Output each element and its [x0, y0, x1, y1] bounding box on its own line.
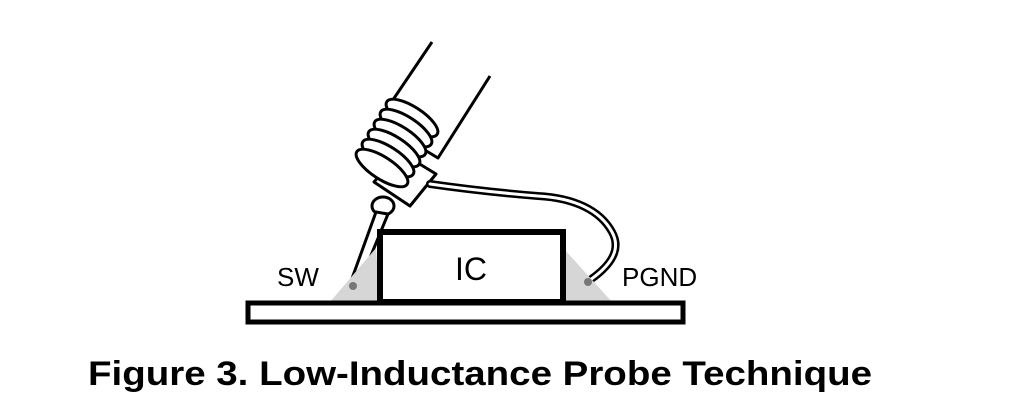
figure-caption: Figure 3. Low-Inductance Probe Technique — [88, 355, 872, 393]
sw-contact-point — [349, 282, 357, 290]
ic-label: IC — [455, 251, 487, 287]
ground-wire-inner — [428, 182, 618, 282]
sw-solder-fillet — [330, 248, 380, 302]
pgnd-label: PGND — [622, 262, 697, 292]
pcb-board — [245, 300, 686, 325]
pgnd-solder-fillet — [565, 250, 612, 302]
pgnd-contact-point — [584, 278, 592, 286]
sw-label: SW — [277, 262, 319, 292]
ground-spring-coil — [354, 97, 440, 189]
